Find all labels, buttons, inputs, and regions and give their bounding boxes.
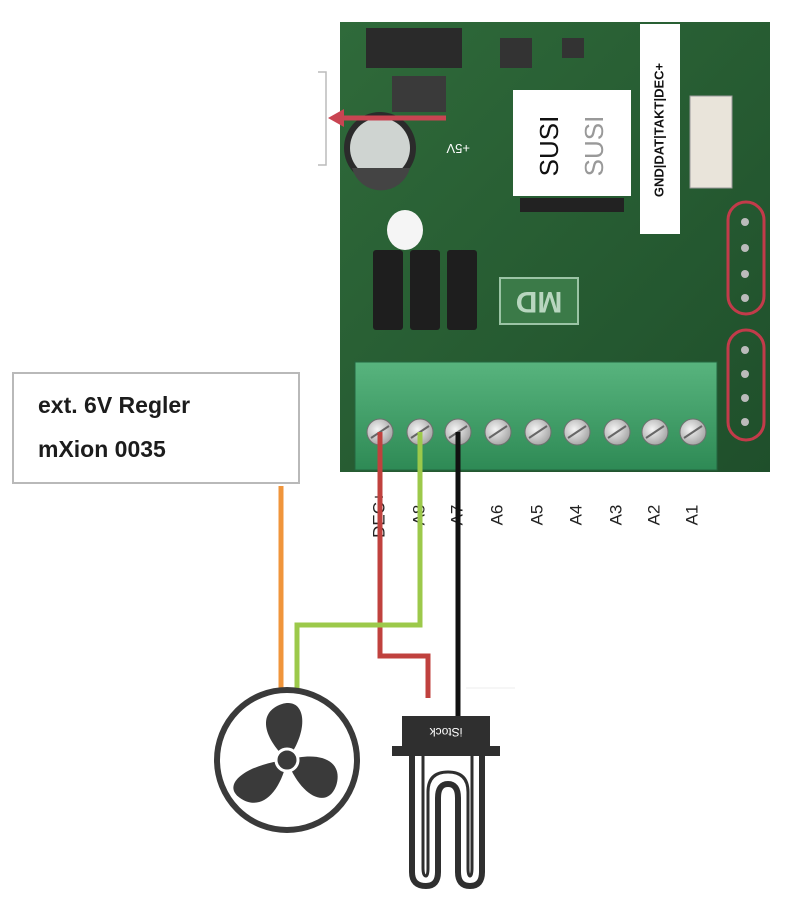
susi-chip-edge — [520, 198, 624, 212]
regulator-box: ext. 6V Regler mXion 0035 — [12, 372, 300, 484]
md-logo-box — [499, 277, 579, 325]
fan-icon — [214, 687, 360, 833]
bracket-line — [318, 71, 327, 166]
susi-socket — [689, 95, 733, 189]
led-dome — [387, 210, 423, 250]
terminal-label-a5: A5 — [527, 505, 546, 526]
pcb-chip — [562, 38, 584, 58]
terminal-label-a2: A2 — [644, 505, 663, 526]
wire-red — [377, 432, 431, 698]
terminal-screw — [679, 418, 707, 446]
decoder-pcb: +5V MD SUSI SUSI GND|DAT|TAKT|DEC+ — [328, 22, 770, 472]
susi-label-light: SUSI — [579, 116, 609, 177]
pin-header-lower — [726, 328, 766, 442]
terminal-label-a6: A6 — [487, 505, 506, 526]
terminal-screw — [484, 418, 512, 446]
connector-label: GND|DAT|TAKT|DEC+ — [651, 62, 666, 197]
terminal-label-a3: A3 — [606, 505, 625, 526]
pcb-chip — [500, 38, 532, 68]
susi-label-dark: SUSI — [534, 116, 564, 177]
terminal-block — [354, 361, 718, 471]
susi-label-box — [513, 90, 631, 196]
red-arrow — [328, 109, 446, 127]
wires — [278, 432, 461, 716]
capacitor — [344, 112, 416, 191]
smoke-generator-icon: iStock — [392, 716, 500, 890]
regulator-title: ext. 6V Regler — [38, 392, 191, 418]
md-logo: MD — [516, 285, 563, 318]
pcb-chip — [392, 76, 446, 112]
terminal-screw — [563, 418, 591, 446]
terminal-label-a4: A4 — [566, 505, 585, 526]
voltage-label: +5V — [446, 141, 470, 156]
terminal-label-a1: A1 — [682, 505, 701, 526]
terminal-screw — [603, 418, 631, 446]
wire-green — [294, 432, 423, 692]
smoke-unit-label: iStock — [429, 725, 463, 739]
terminal-screw — [524, 418, 552, 446]
transistor-row — [373, 250, 477, 330]
connector-label-box — [640, 24, 680, 234]
terminal-screw — [641, 418, 669, 446]
regulator-model: mXion 0035 — [38, 436, 166, 462]
pcb-chip — [366, 28, 462, 68]
pin-header-upper — [726, 200, 766, 316]
